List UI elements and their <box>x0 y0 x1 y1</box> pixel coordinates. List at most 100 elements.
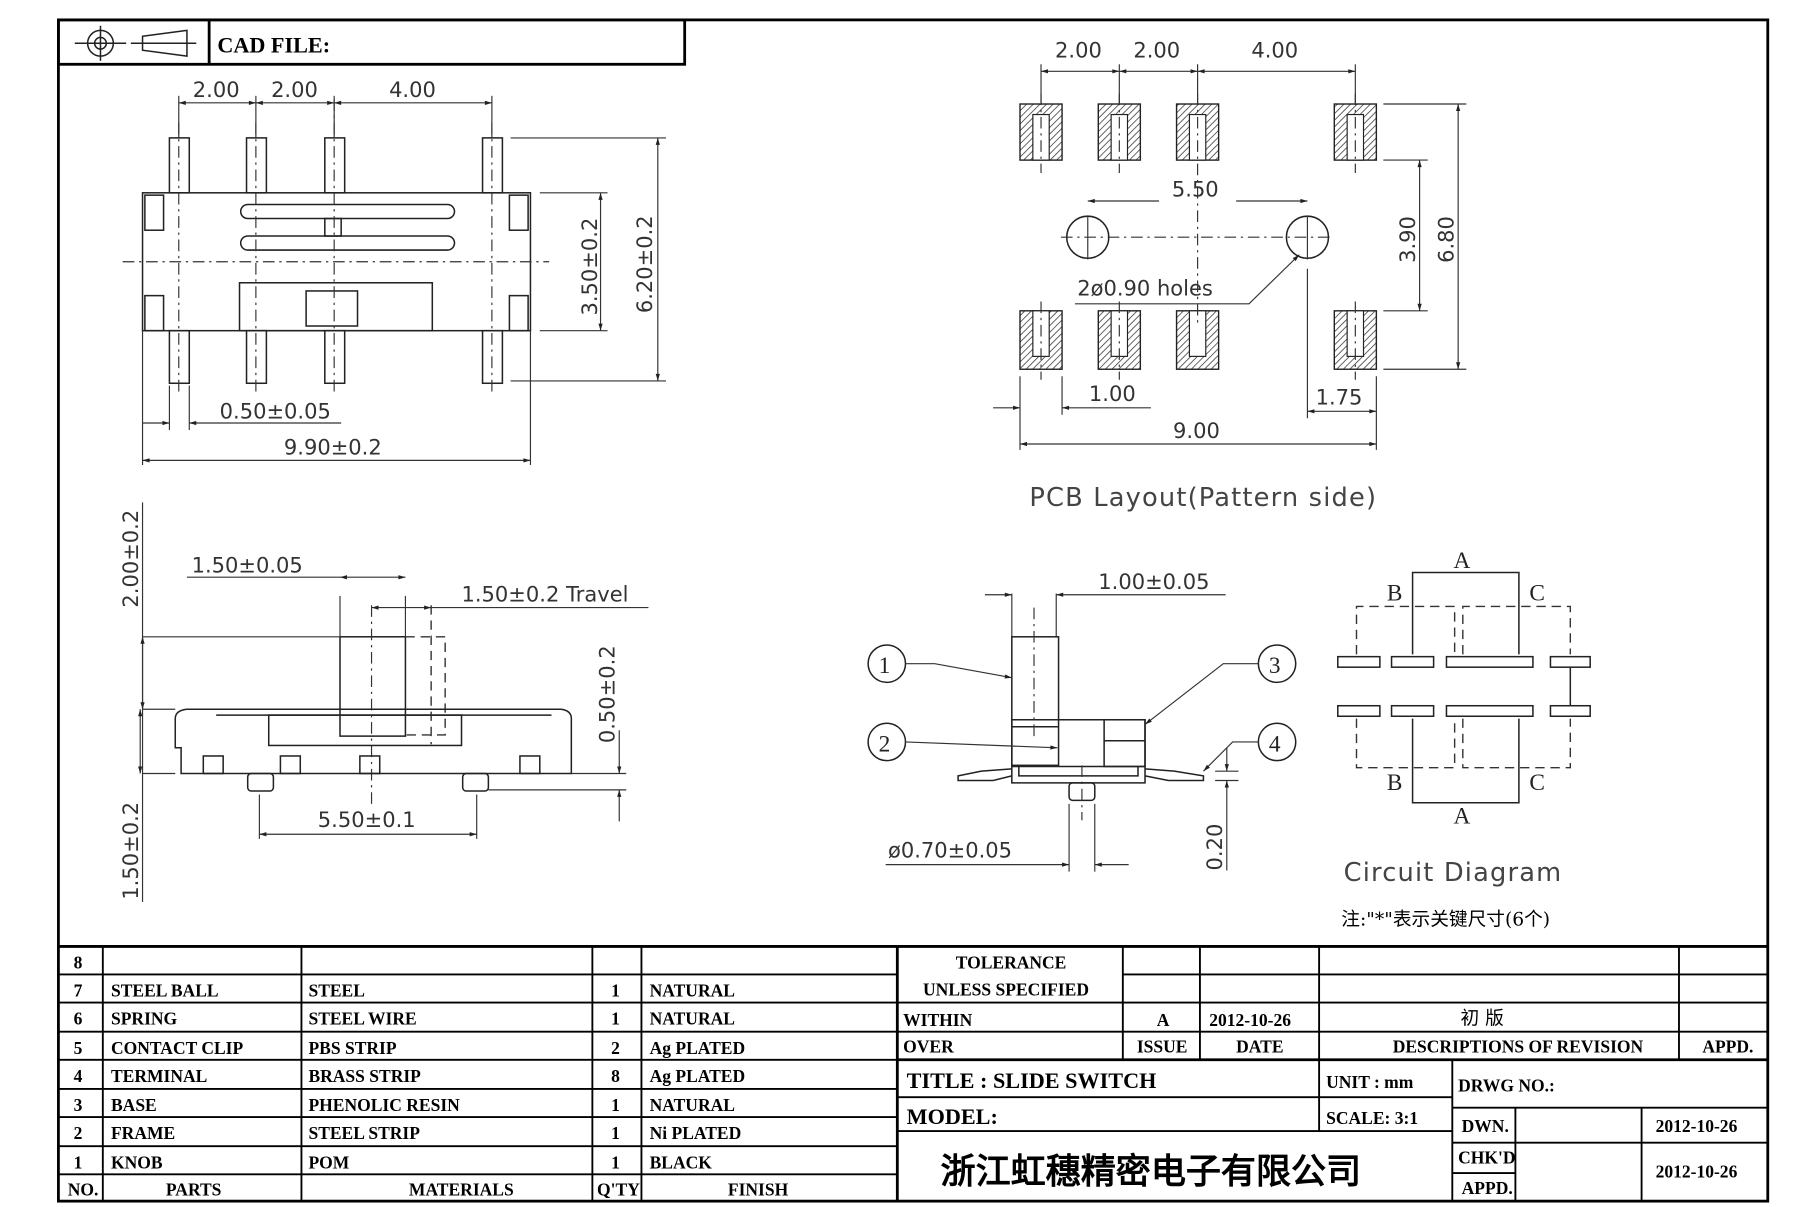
circuit-label-c-top: C <box>1529 581 1545 607</box>
pcb-dim-pitch-3: 4.00 <box>1251 37 1298 62</box>
circuit-label-a-top: A <box>1453 548 1470 574</box>
sec-dim-peg-diameter: ø0.70±0.05 <box>888 838 1012 863</box>
circuit-note: 注:"*"表示关键尺寸(6个) <box>1341 909 1550 930</box>
bom-cell-part: CONTACT CLIP <box>111 1038 243 1058</box>
bom-cell-material: STEEL <box>308 981 364 1001</box>
bom-row: 6 SPRING STEEL WIRE 1 NATURAL <box>74 1009 735 1029</box>
pcb-dim-pad-width: 1.00 <box>1089 381 1136 406</box>
bom-cell-part: FRAME <box>111 1123 175 1143</box>
pcb-holes-label: 2ø0.90 holes <box>1077 276 1213 301</box>
bom-header-materials: MATERIALS <box>409 1179 514 1199</box>
side-dim-body-height: 1.50±0.2 <box>118 802 143 900</box>
bom-cell-material: STEEL STRIP <box>308 1123 420 1143</box>
drawing-title: TITLE : SLIDE SWITCH <box>907 1068 1157 1093</box>
balloon-1: 1 <box>867 644 1012 684</box>
company-name: 浙江虹穗精密电子有限公司 <box>941 1152 1362 1193</box>
side-dim-knob-width: 1.50±0.05 <box>192 553 303 578</box>
circuit-diagram: A B C B C A Circuit Diagram 注:"*"表示关键尺寸(… <box>1337 548 1591 930</box>
header-block: CAD FILE: <box>57 18 687 66</box>
bom-cell-qty: 8 <box>611 1066 620 1086</box>
dim-height-inner: 3.50±0.2 <box>577 218 602 316</box>
bom-cell-no: 6 <box>74 1009 83 1029</box>
pcb-dim-hole-spacing: 5.50 <box>1172 176 1219 201</box>
pcb-dim-inner-height: 3.90 <box>1395 216 1420 263</box>
unit-label: UNIT : mm <box>1326 1072 1414 1092</box>
section-view: 1.00±0.05 1 2 3 4 <box>867 569 1297 872</box>
revision-description: 初 版 <box>1460 1009 1503 1030</box>
bom-row: 3 BASE PHENOLIC RESIN 1 NATURAL <box>74 1095 735 1115</box>
title-block: TOLERANCE UNLESS SPECIFIED WITHIN OVER A… <box>897 945 1768 1202</box>
model-label: MODEL: <box>907 1104 998 1129</box>
side-view: 2.00±0.2 1.50±0.2 1.50±0.05 1.50±0.2 Tra… <box>118 502 649 903</box>
pcb-layout: 2.00 2.00 4.00 5.50 2ø0 <box>993 37 1467 513</box>
bom-cell-qty: 1 <box>611 1009 620 1029</box>
balloon-3: 3 <box>1144 644 1297 725</box>
revision-date: 2012-10-26 <box>1209 1010 1291 1030</box>
side-dim-travel: 1.50±0.2 Travel <box>462 582 629 607</box>
svg-text:4: 4 <box>1269 731 1281 757</box>
dim-pitch-2: 2.00 <box>271 77 318 102</box>
bom-cell-no: 4 <box>74 1066 83 1086</box>
pad-row-top <box>1019 103 1378 161</box>
circuit-caption: Circuit Diagram <box>1344 858 1563 888</box>
pcb-dim-pitch-2: 2.00 <box>1133 37 1180 62</box>
issue-label: ISSUE <box>1137 1037 1188 1057</box>
svg-text:2: 2 <box>879 731 891 757</box>
dwn-label: DWN. <box>1462 1116 1509 1136</box>
bom-header-row: NO. PARTS MATERIALS Q'TY FINISH <box>68 1179 789 1199</box>
scale-label: SCALE: 3:1 <box>1326 1108 1418 1128</box>
circuit-label-b-bottom: B <box>1387 770 1403 796</box>
tolerance-label: TOLERANCE <box>956 953 1067 973</box>
date-label: DATE <box>1236 1037 1283 1057</box>
bom-cell-material: PHENOLIC RESIN <box>308 1095 460 1115</box>
bom-cell-part: STEEL BALL <box>111 981 219 1001</box>
first-angle-projection-icon <box>74 25 197 61</box>
bom-cell-no: 8 <box>74 953 83 973</box>
bom-cell-qty: 1 <box>611 1123 620 1143</box>
svg-text:3: 3 <box>1269 653 1281 679</box>
bom-cell-no: 3 <box>74 1095 83 1115</box>
bom-cell-no: 7 <box>74 981 83 1001</box>
pcb-dim-pad-offset: 1.75 <box>1316 384 1363 409</box>
bom-cell-part: SPRING <box>111 1009 178 1029</box>
descriptions-label: DESCRIPTIONS OF REVISION <box>1393 1037 1644 1057</box>
dwn-date: 2012-10-26 <box>1656 1116 1738 1136</box>
dim-pitch-3: 4.00 <box>389 77 436 102</box>
bom-cell-no: 2 <box>74 1123 83 1143</box>
pcb-caption: PCB Layout(Pattern side) <box>1029 483 1377 513</box>
bom-cell-finish: NATURAL <box>650 981 735 1001</box>
unless-specified-label: UNLESS SPECIFIED <box>923 979 1089 999</box>
cad-file-label: CAD FILE: <box>217 33 330 58</box>
bom-cell-qty: 1 <box>611 1095 620 1115</box>
bom-cell-finish: NATURAL <box>650 1095 735 1115</box>
dim-body-length: 9.90±0.2 <box>284 435 382 460</box>
bom-header-finish: FINISH <box>728 1179 789 1199</box>
dim-pin-width: 0.50±0.05 <box>220 398 331 423</box>
svg-text:1: 1 <box>879 653 891 679</box>
bom-cell-material: BRASS STRIP <box>308 1066 421 1086</box>
pcb-dim-outer-height: 6.80 <box>1433 216 1458 263</box>
bom-cell-qty: 1 <box>611 1152 620 1172</box>
bom-cell-finish: Ni PLATED <box>650 1123 742 1143</box>
bom-cell-finish: BLACK <box>650 1152 713 1172</box>
circuit-label-a-bottom: A <box>1453 804 1470 830</box>
drawing-frame <box>57 18 1770 1203</box>
bom-cell-material: STEEL WIRE <box>308 1009 416 1029</box>
bom-cell-finish: Ag PLATED <box>650 1038 746 1058</box>
side-dim-peg-spacing: 5.50±0.1 <box>318 807 416 832</box>
bom-cell-no: 1 <box>74 1152 83 1172</box>
bom-cell-qty: 2 <box>611 1038 620 1058</box>
pad-row-bottom <box>1019 310 1378 370</box>
side-dim-standoff: 0.50±0.2 <box>595 645 620 743</box>
side-dim-knob-height: 2.00±0.2 <box>118 510 143 608</box>
bom-table <box>58 945 899 1202</box>
bom-cell-part: BASE <box>111 1095 157 1115</box>
circuit-label-c-bottom: C <box>1529 770 1545 796</box>
bom-cell-part: TERMINAL <box>111 1066 207 1086</box>
bom-cell-finish: NATURAL <box>650 1009 735 1029</box>
bom-header-no: NO. <box>68 1179 99 1199</box>
